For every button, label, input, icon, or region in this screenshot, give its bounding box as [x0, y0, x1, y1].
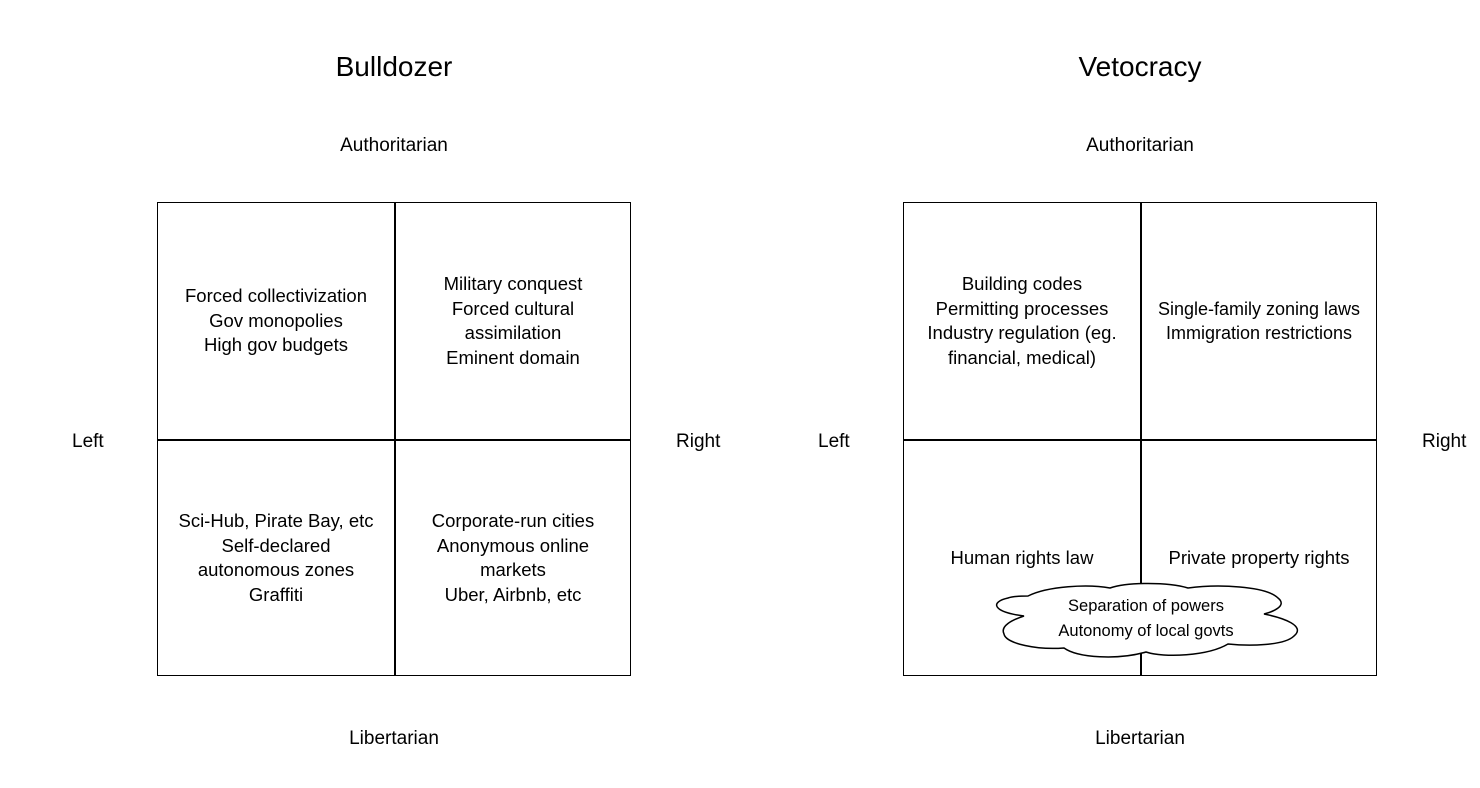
- quadrant-bottom-left: Sci-Hub, Pirate Bay, etc Self-declared a…: [158, 440, 394, 676]
- quadrant-bottom-right: Private property rights: [1141, 440, 1377, 676]
- quadrant-line: autonomous zones: [197, 559, 355, 580]
- quadrant-top-right: Military conquest Forced cultural assimi…: [395, 203, 631, 439]
- quadrant-top-right: Single-family zoning laws Immigration re…: [1141, 203, 1377, 439]
- vetocracy-diagram: Vetocracy Authoritarian Left Right Liber…: [746, 0, 1480, 788]
- quadrant-line: Immigration restrictions: [1165, 323, 1353, 343]
- cloud-shape: [995, 582, 1298, 658]
- quadrant-bottom-right: Corporate-run cities Anonymous online ma…: [395, 440, 631, 676]
- quadrant-line: Building codes: [961, 273, 1083, 294]
- cloud-text: Separation of powers Autonomy of local g…: [988, 594, 1304, 644]
- axis-label-right: Right: [676, 431, 721, 452]
- quadrant-line: Military conquest: [443, 273, 583, 294]
- bulldozer-diagram: Bulldozer Authoritarian Left Right Liber…: [72, 51, 721, 749]
- quadrant-line: Corporate-run cities: [431, 510, 595, 531]
- quadrant-line: Single-family zoning laws: [1157, 298, 1361, 319]
- quadrant-line: Private property rights: [1168, 546, 1350, 568]
- horizontal-divider: [158, 439, 630, 441]
- quadrant-line: Forced cultural: [451, 297, 575, 319]
- diagram-title: Bulldozer: [335, 51, 453, 82]
- quadrant-grid: Forced collectivization Gov monopolies H…: [157, 202, 631, 676]
- quadrant-line: Gov monopolies: [209, 309, 343, 331]
- quadrant-line: Forced collectivization: [185, 285, 367, 307]
- quadrant-line: High gov budgets: [204, 334, 348, 356]
- quadrant-line: financial, medical): [947, 346, 1097, 368]
- quadrant-grid: Building codes Permitting processes Indu…: [903, 202, 1377, 676]
- cloud-callout: Separation of powers Autonomy of local g…: [988, 580, 1304, 660]
- axis-label-bottom: Libertarian: [1095, 728, 1185, 749]
- quadrant-line: Eminent domain: [446, 346, 580, 368]
- quadrant-line: Uber, Airbnb, etc: [444, 583, 582, 605]
- cloud-line: Separation of powers: [1068, 597, 1224, 615]
- quadrant-top-left: Building codes Permitting processes Indu…: [904, 203, 1140, 439]
- axis-label-bottom: Libertarian: [349, 728, 439, 749]
- quadrant-line: Graffiti: [248, 583, 304, 605]
- quadrant-top-left: Forced collectivization Gov monopolies H…: [158, 203, 394, 439]
- quadrant-line: Self-declared: [221, 534, 331, 556]
- quadrant-bottom-left: Human rights law: [904, 440, 1140, 676]
- quadrant-line: Human rights law: [950, 546, 1094, 568]
- quadrant-line: Permitting processes: [935, 297, 1109, 319]
- quadrant-line: Sci-Hub, Pirate Bay, etc: [178, 510, 374, 531]
- horizontal-divider: [904, 439, 1376, 441]
- axis-label-left: Left: [818, 431, 850, 452]
- quadrant-line: markets: [480, 559, 546, 580]
- quadrant-line: assimilation: [464, 322, 562, 343]
- axis-label-right: Right: [1422, 431, 1467, 452]
- cloud-line: Autonomy of local govts: [1058, 622, 1234, 640]
- quadrant-line: Anonymous online: [436, 534, 590, 556]
- axis-label-left: Left: [72, 431, 104, 452]
- axis-label-top: Authoritarian: [340, 135, 448, 156]
- quadrant-line: Industry regulation (eg.: [927, 322, 1117, 343]
- diagram-title: Vetocracy: [1078, 51, 1202, 82]
- axis-label-top: Authoritarian: [1086, 135, 1194, 156]
